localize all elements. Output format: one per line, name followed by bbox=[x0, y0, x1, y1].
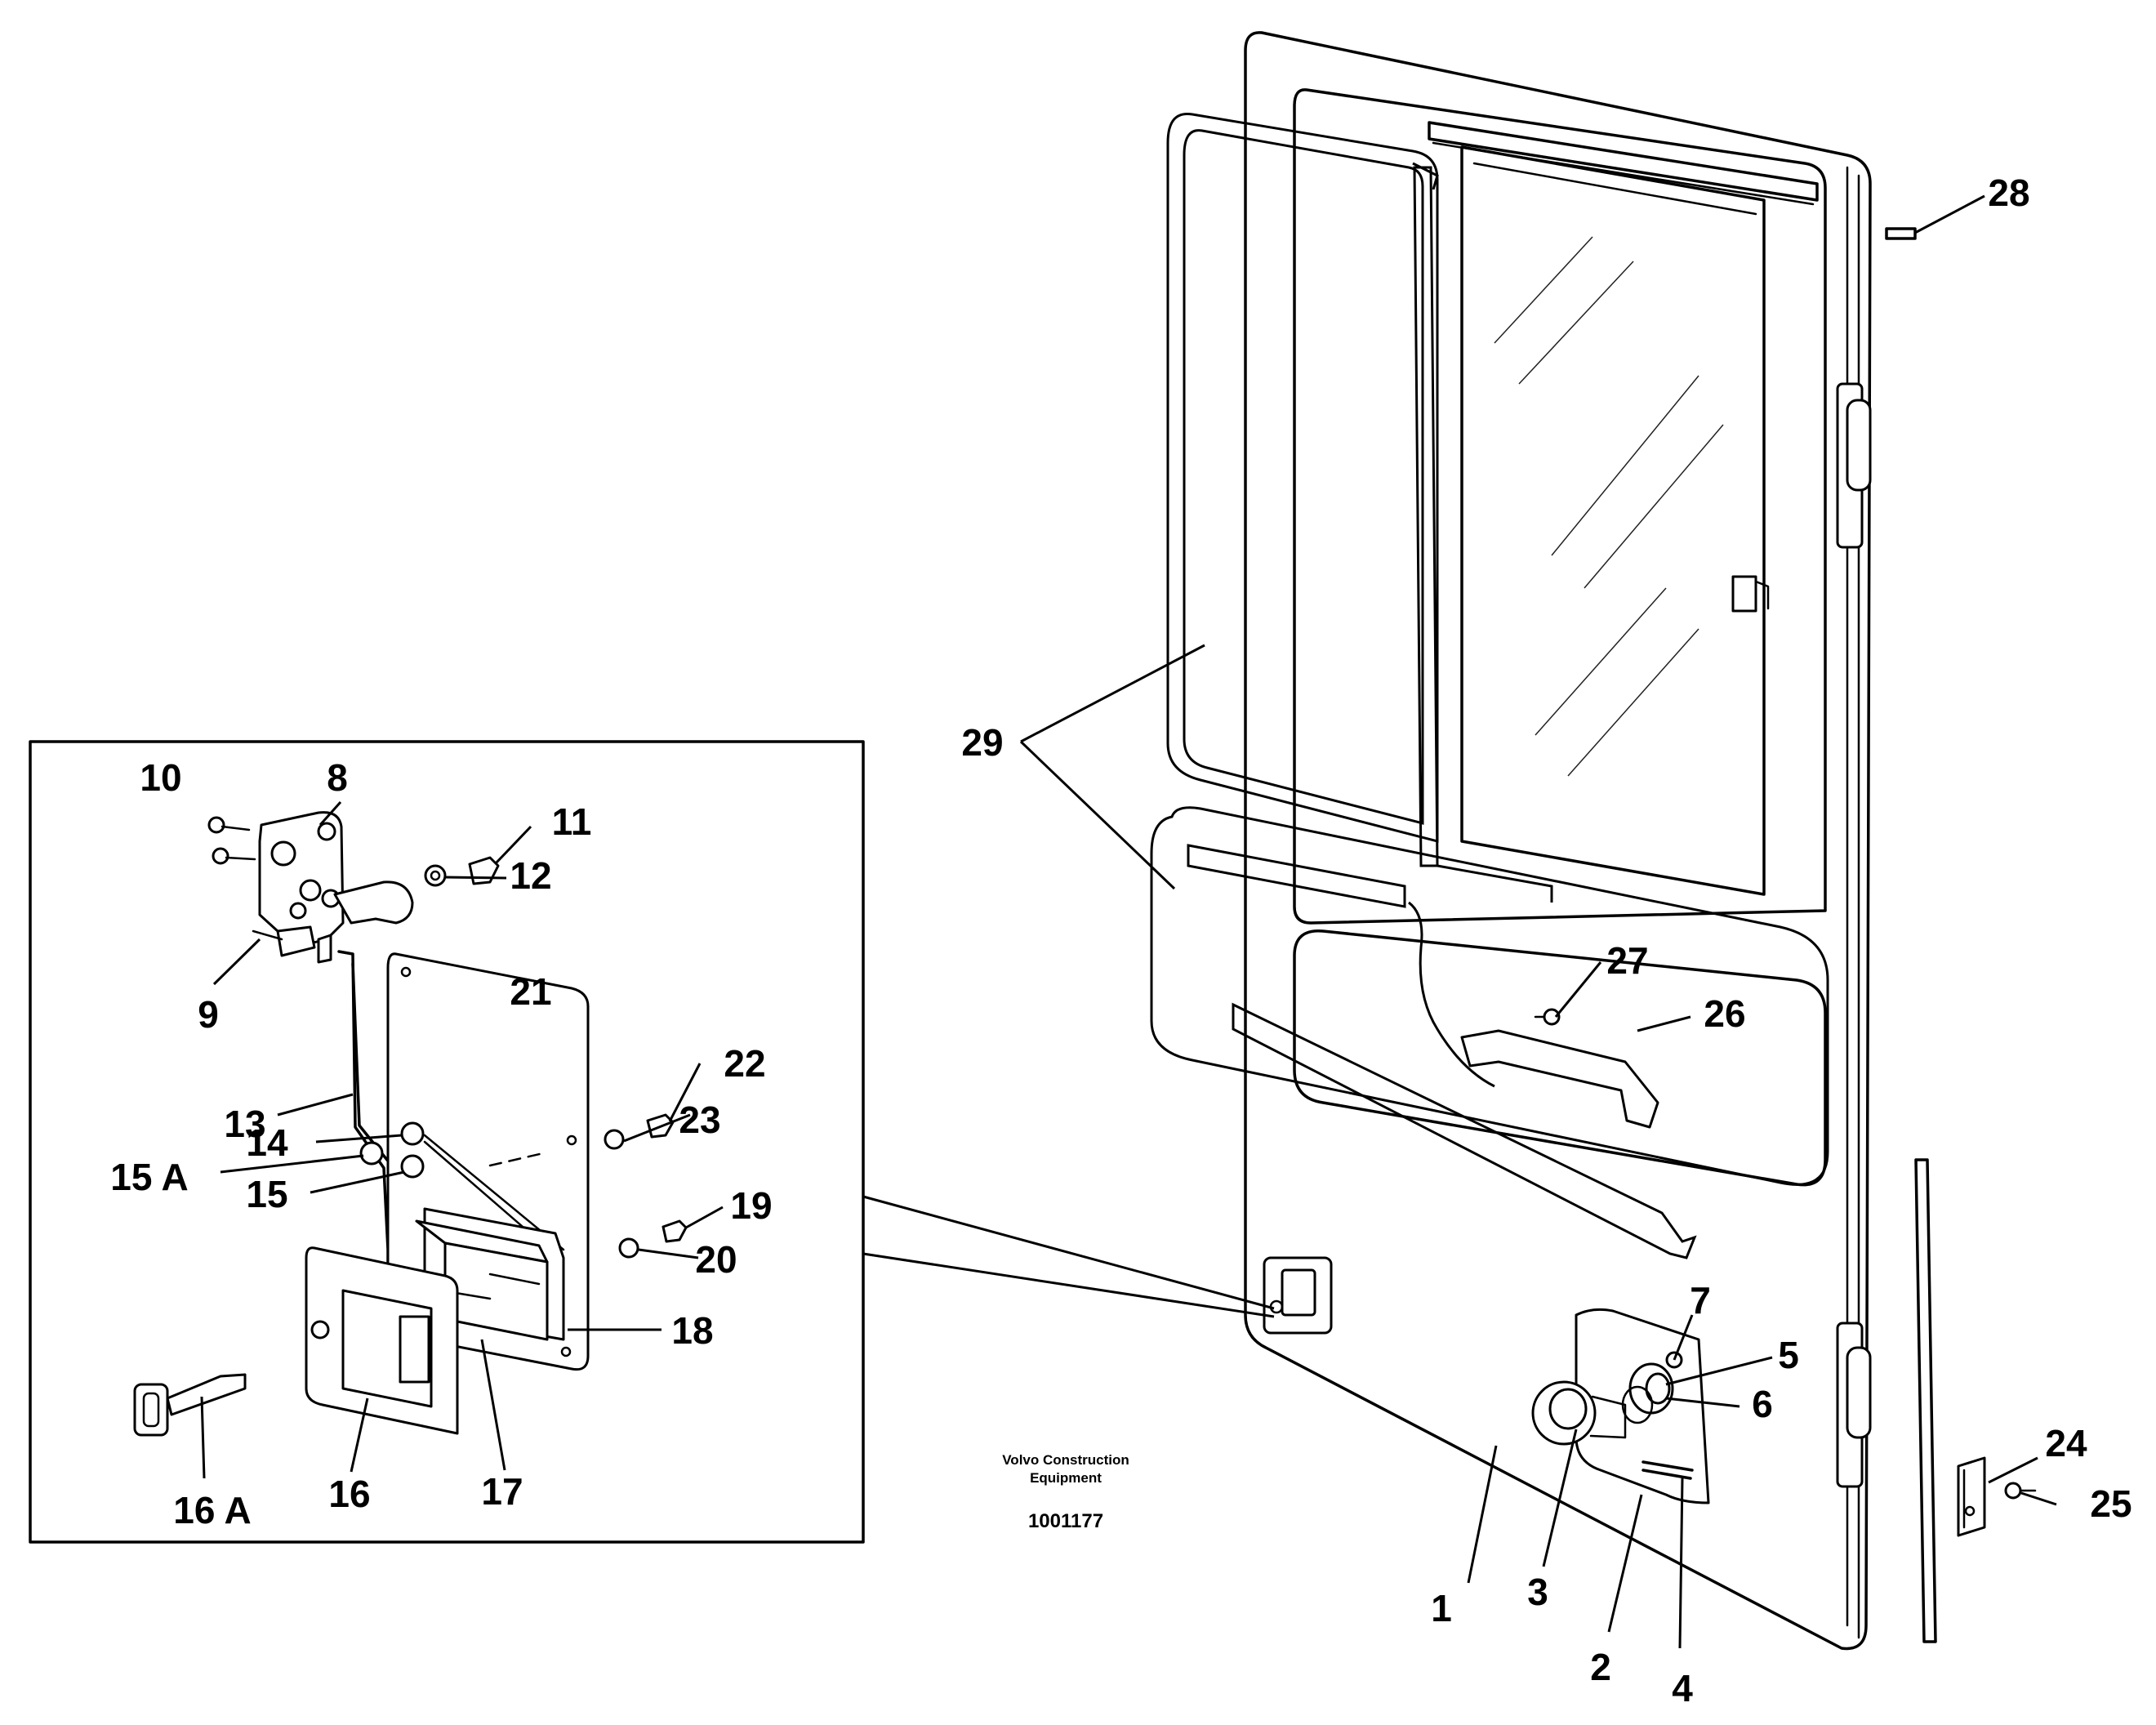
drawing-caption: Volvo Construction Equipment 1001177 bbox=[1002, 1452, 1129, 1532]
label-11: 11 bbox=[552, 800, 592, 843]
label-16a: 16 A bbox=[173, 1489, 251, 1531]
label-10: 10 bbox=[140, 756, 181, 799]
label-17: 17 bbox=[481, 1470, 523, 1513]
label-1: 1 bbox=[1431, 1587, 1452, 1629]
label-3: 3 bbox=[1527, 1571, 1548, 1613]
label-15: 15 bbox=[246, 1173, 287, 1215]
label-29: 29 bbox=[961, 721, 1003, 764]
label-20: 20 bbox=[695, 1238, 737, 1281]
caption-drawing-number: 1001177 bbox=[1028, 1510, 1103, 1532]
cab-door bbox=[1244, 31, 2037, 1651]
label-28: 28 bbox=[1988, 172, 2029, 214]
label-19: 19 bbox=[730, 1184, 772, 1227]
label-5: 5 bbox=[1778, 1334, 1799, 1376]
label-4: 4 bbox=[1672, 1667, 1693, 1709]
label-2: 2 bbox=[1590, 1646, 1611, 1688]
label-25: 25 bbox=[2090, 1482, 2132, 1525]
label-7: 7 bbox=[1690, 1279, 1711, 1322]
label-21: 21 bbox=[510, 970, 551, 1013]
label-6: 6 bbox=[1752, 1383, 1773, 1425]
label-14: 14 bbox=[246, 1121, 288, 1164]
caption-company-line2: Equipment bbox=[1030, 1470, 1102, 1486]
label-26: 26 bbox=[1704, 992, 1745, 1035]
label-8: 8 bbox=[327, 756, 348, 799]
label-23: 23 bbox=[679, 1099, 720, 1141]
label-13: 13 bbox=[224, 1103, 265, 1145]
label-18: 18 bbox=[671, 1309, 713, 1352]
label-16: 16 bbox=[328, 1473, 370, 1515]
caption-company-line1: Volvo Construction bbox=[1002, 1452, 1129, 1468]
part-labels: 28 29 27 26 7 5 6 24 25 3 1 2 4 10 8 11 … bbox=[110, 172, 2132, 1709]
label-24: 24 bbox=[2045, 1422, 2087, 1464]
lock-assembly-inset bbox=[29, 740, 865, 1544]
leader-lines bbox=[200, 194, 2057, 1649]
label-9: 9 bbox=[198, 993, 219, 1036]
label-27: 27 bbox=[1606, 939, 1648, 982]
label-22: 22 bbox=[724, 1042, 765, 1085]
label-12: 12 bbox=[510, 854, 551, 897]
window-seals bbox=[1150, 112, 1829, 1259]
label-15a: 15 A bbox=[110, 1156, 188, 1198]
